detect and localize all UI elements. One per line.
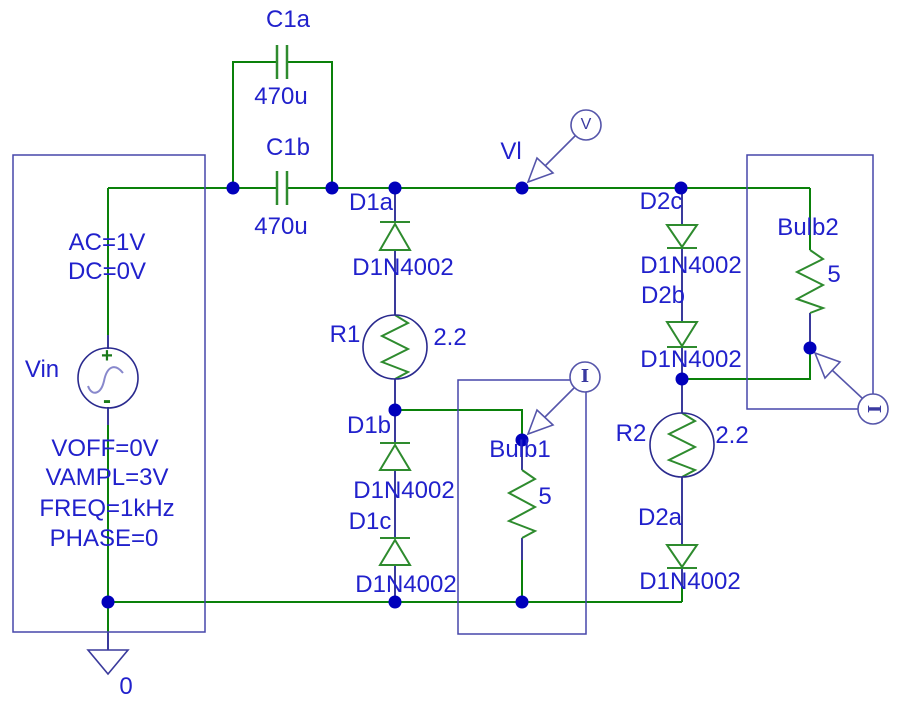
bulb1-ref-label[interactable]: Bulb1	[489, 436, 551, 463]
c1b-value-label[interactable]: 470u	[254, 213, 308, 240]
d2a-model-label[interactable]: D1N4002	[639, 568, 741, 595]
d1b-model-label[interactable]: D1N4002	[353, 477, 455, 504]
current-probe-bulb2-letter: I	[863, 404, 884, 414]
diode-d1b-symbol[interactable]	[378, 442, 412, 471]
resistor-r2-circle[interactable]	[649, 412, 715, 478]
vin-ac-label[interactable]: AC=1V	[68, 229, 146, 256]
d2a-ref-label[interactable]: D2a	[637, 504, 683, 531]
vin-dc-label[interactable]: DC=0V	[67, 258, 147, 285]
current-probe-bulb1-letter: I	[580, 366, 590, 387]
wire-to-bulb1[interactable]	[395, 409, 523, 440]
bulb1-resistor-zigzag[interactable]	[506, 469, 538, 539]
r1-ref-label[interactable]: R1	[329, 321, 361, 348]
ground-label[interactable]: 0	[119, 673, 133, 700]
wire-to-bulb2[interactable]	[682, 348, 811, 380]
bulb2-selection-box[interactable]	[746, 154, 874, 410]
diode-d1c-symbol[interactable]	[378, 537, 412, 566]
diode-d1a-symbol[interactable]	[378, 221, 412, 251]
current-probe-bulb1-marker[interactable]	[526, 361, 601, 436]
r2-value-label[interactable]: 2.2	[715, 422, 749, 449]
d2b-model-label[interactable]: D1N4002	[640, 346, 742, 373]
voltage-probe-marker[interactable]	[526, 109, 602, 184]
c1b-ref-label[interactable]: C1b	[265, 134, 311, 161]
vin-phase-label[interactable]: PHASE=0	[49, 525, 159, 552]
diode-d2c-symbol[interactable]	[665, 224, 699, 249]
resistor-r1-zigzag[interactable]	[379, 314, 411, 380]
d2c-ref-label[interactable]: D2c	[639, 188, 683, 215]
bulb2-value-label[interactable]: 5	[827, 261, 841, 288]
c1a-ref-label[interactable]: C1a	[265, 6, 311, 33]
capacitor-c1b-symbol[interactable]	[275, 171, 289, 205]
vin-vampl-label[interactable]: VAMPL=3V	[45, 464, 169, 491]
vin-ref-label[interactable]: Vin	[24, 356, 60, 383]
wire-c1a-left[interactable]	[232, 61, 277, 188]
junction-dots	[101, 181, 817, 609]
current-probe-bulb2-marker[interactable]	[813, 351, 889, 425]
voltage-probe-icon[interactable]	[570, 109, 602, 141]
r1-value-label[interactable]: 2.2	[433, 324, 467, 351]
vin-voff-label[interactable]: VOFF=0V	[51, 435, 159, 462]
r2-ref-label[interactable]: R2	[615, 420, 647, 447]
bulb1-value-label[interactable]: 5	[538, 483, 552, 510]
d1b-ref-label[interactable]: D1b	[346, 412, 392, 439]
vin-freq-label[interactable]: FREQ=1kHz	[39, 495, 175, 522]
vin-minus-sign: -	[103, 387, 111, 414]
vin-source-circle[interactable]	[77, 347, 139, 409]
wire-c1a-right[interactable]	[287, 61, 333, 188]
diode-d2b-symbol[interactable]	[665, 321, 699, 348]
current-probe-bulb2-icon[interactable]	[857, 393, 889, 425]
c1a-value-label[interactable]: 470u	[254, 83, 308, 110]
d2c-model-label[interactable]: D1N4002	[640, 252, 742, 279]
d1a-ref-label[interactable]: D1a	[348, 189, 394, 216]
bulb2-resistor-zigzag[interactable]	[794, 249, 826, 314]
d1c-ref-label[interactable]: D1c	[348, 508, 392, 535]
bulb2-ref-label[interactable]: Bulb2	[777, 214, 839, 241]
capacitor-c1a-symbol[interactable]	[275, 45, 289, 79]
vin-selection-box[interactable]	[12, 154, 206, 633]
d2b-ref-label[interactable]: D2b	[640, 282, 686, 309]
vin-plus-sign: +	[101, 345, 113, 367]
d1c-model-label[interactable]: D1N4002	[355, 571, 457, 598]
component-pins	[107, 188, 811, 650]
ground-icon[interactable]	[86, 649, 130, 676]
net-label-vl[interactable]: Vl	[500, 138, 522, 165]
resistor-r2-zigzag[interactable]	[666, 412, 698, 478]
sine-wave-icon	[87, 366, 124, 394]
current-probe-bulb1-icon[interactable]	[569, 361, 601, 393]
bulb1-selection-box[interactable]	[457, 379, 587, 635]
voltage-probe-letter: V	[580, 116, 592, 133]
diode-d2a-symbol[interactable]	[665, 544, 699, 569]
d1a-model-label[interactable]: D1N4002	[352, 254, 454, 281]
resistor-r1-circle[interactable]	[362, 314, 428, 380]
